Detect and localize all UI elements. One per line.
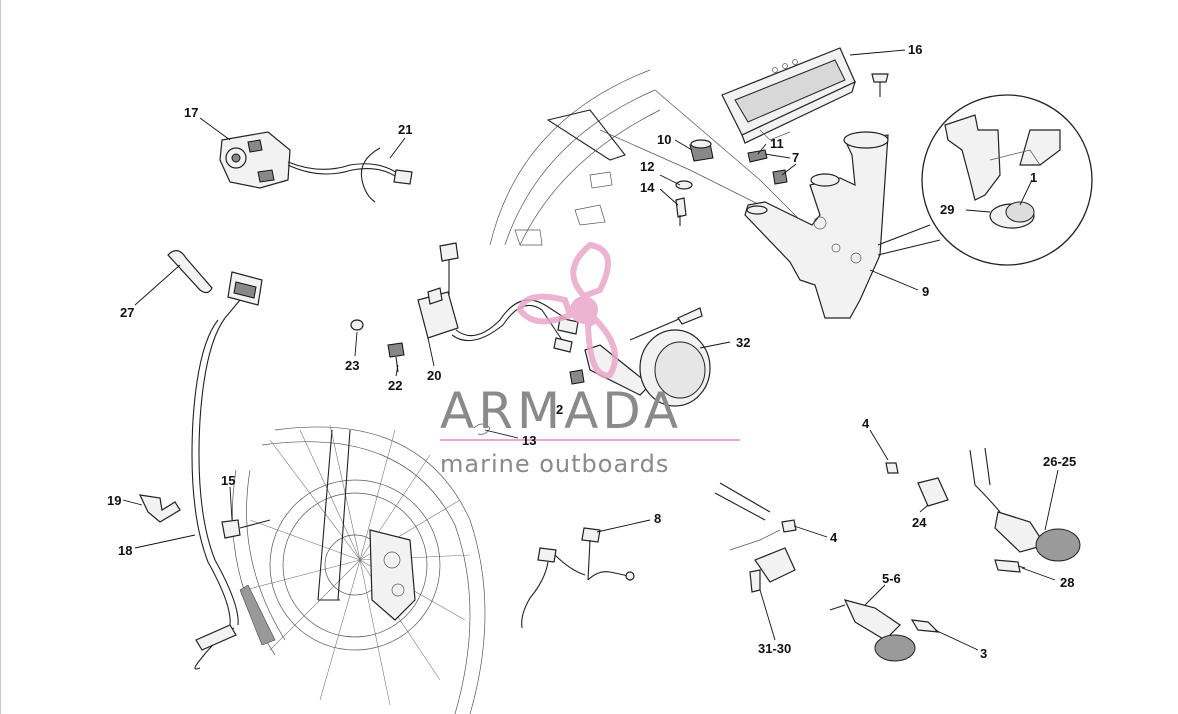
callout-26-25: 26-25 xyxy=(1043,454,1076,469)
callout-5-6: 5-6 xyxy=(882,571,901,586)
turn-signal-left xyxy=(714,482,940,662)
callout-29: 29 xyxy=(940,202,954,217)
callout-2: 2 xyxy=(556,402,563,417)
callout-17: 17 xyxy=(184,105,198,120)
brake-caliper xyxy=(369,529,416,621)
callout-14: 14 xyxy=(640,180,655,195)
watermark-tagline: marine outboards xyxy=(440,450,669,478)
handlebar-switch-assembly xyxy=(219,131,413,203)
callout-31-30: 31-30 xyxy=(758,641,791,656)
callout-24: 24 xyxy=(912,515,927,530)
watermark-brand: ARMADA xyxy=(440,382,682,440)
callout-12: 12 xyxy=(640,159,654,174)
callout-13: 13 xyxy=(522,433,536,448)
callout-labels: 16 17 21 10 11 7 12 14 1 29 9 27 32 23 2… xyxy=(107,42,1076,661)
callout-11: 11 xyxy=(770,136,784,151)
callout-4-upper: 4 xyxy=(862,416,870,431)
headlight-bracket xyxy=(744,131,889,319)
instrument-cluster xyxy=(721,47,856,144)
callout-1: 1 xyxy=(1030,170,1037,185)
flasher-relay-assembly xyxy=(350,242,579,373)
callout-19: 19 xyxy=(107,493,121,508)
callout-15: 15 xyxy=(221,473,235,488)
turn-signal-right xyxy=(885,447,1081,573)
tyre-tread-hatch xyxy=(239,584,276,646)
horn-assembly xyxy=(473,307,711,435)
leader-lines xyxy=(122,49,1059,651)
callout-10: 10 xyxy=(657,132,671,147)
callout-8: 8 xyxy=(654,511,661,526)
speed-sensor-cable xyxy=(138,250,271,670)
callout-3: 3 xyxy=(980,646,987,661)
callout-23: 23 xyxy=(345,358,359,373)
page-left-border xyxy=(0,0,1,714)
parts-7-10-11-12-14 xyxy=(675,139,791,226)
callout-22: 22 xyxy=(388,378,402,393)
callout-4-lower: 4 xyxy=(830,530,838,545)
wheel-spokes xyxy=(244,424,471,706)
screw-16 xyxy=(871,73,889,97)
callout-18: 18 xyxy=(118,543,132,558)
fork-legs xyxy=(317,429,351,601)
wiring-harness xyxy=(521,527,635,629)
callout-20: 20 xyxy=(427,368,441,383)
callout-16: 16 xyxy=(908,42,922,57)
callout-9: 9 xyxy=(922,284,929,299)
detail-magnifier xyxy=(877,94,1093,266)
callout-32: 32 xyxy=(736,335,750,350)
callout-21: 21 xyxy=(398,122,412,137)
callout-28: 28 xyxy=(1060,575,1074,590)
callout-7: 7 xyxy=(792,150,799,165)
callout-27: 27 xyxy=(120,305,134,320)
watermark-logo-mark xyxy=(516,241,619,379)
front-wheel xyxy=(232,424,486,714)
